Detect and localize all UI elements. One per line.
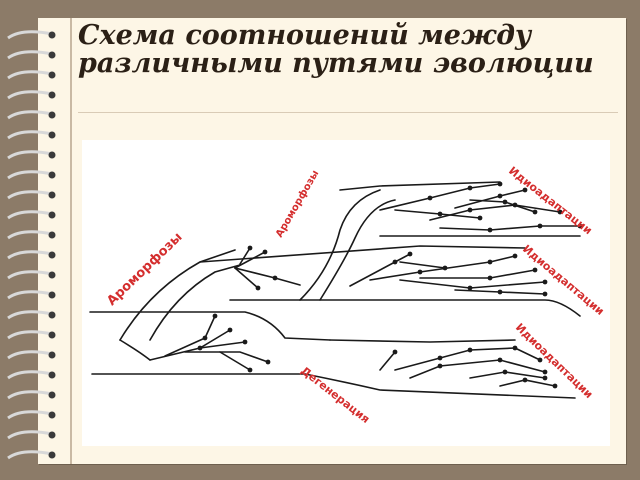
binding-hole [48,331,56,339]
binding-ring [7,50,53,60]
low-fan-b1 [379,351,396,371]
binding-hole [48,71,56,79]
top-fan-4 [439,225,581,231]
binding-ring [7,150,53,160]
base-fan-4 [199,341,246,349]
spiral-binding [7,30,56,460]
binding-hole [48,371,56,379]
branch-nodes [197,181,583,389]
margin-line [70,18,72,464]
mid-right-4 [419,269,536,279]
binding-hole [48,451,56,459]
binding-ring [7,410,53,420]
binding-ring [7,250,53,260]
mid-fan-1 [234,251,266,269]
binding-ring [7,350,53,360]
mid-fan-3 [234,267,259,289]
label-degeneration: Дегенерация [298,364,372,426]
binding-ring [7,390,53,400]
binding-ring [7,310,53,320]
low-fan-b4 [469,371,546,379]
label-aromorph-small: Ароморфозы [273,168,321,239]
binding-hole [48,391,56,399]
binding-hole [48,251,56,259]
binding-ring [7,170,53,180]
mid-channel-top [199,245,526,263]
binding-ring [7,230,53,240]
title-divider [78,112,618,113]
top-fan-3 [429,204,561,221]
binding-hole [48,131,56,139]
binding-ring [7,70,53,80]
label-idio-low: Идиоадаптации [513,321,595,401]
aromorph-small-inner [319,199,396,301]
base-channel-bottom [91,373,576,399]
aromorph-big-outer [119,249,236,341]
base-fan-3 [184,351,269,363]
low-fan-b2 [394,347,516,371]
binding-ring [7,130,53,140]
binding-ring [7,370,53,380]
mid-right-3 [399,279,546,289]
mid-right-2 [369,255,516,281]
binding-ring [7,430,53,440]
binding-hole [48,111,56,119]
label-idio-mid: Идиоадаптации [520,242,607,318]
top-channel-top [339,181,501,191]
base-fan-5 [219,351,251,371]
binding-hole [48,91,56,99]
binding-hole [48,231,56,239]
binding-ring [7,290,53,300]
base-left-branch [119,339,151,361]
top-fan-1 [379,183,501,211]
low-fan-b6 [514,347,541,361]
binding-hole [48,171,56,179]
binding-hole [48,351,56,359]
mid-fan-4 [239,247,251,265]
binding-hole [48,151,56,159]
mid-right-6 [399,261,446,269]
binding-ring [7,90,53,100]
low-fan-top [329,339,516,343]
aromorph-big-inner [149,264,241,341]
binding-hole [48,31,56,39]
binding-ring [7,450,53,460]
low-fan-b3 [409,359,546,379]
binding-hole [48,291,56,299]
binding-ring [7,110,53,120]
binding-hole [48,271,56,279]
binding-ring [7,270,53,280]
binding-hole [48,431,56,439]
label-aromorph-big: Ароморфозы [104,230,185,309]
low-fan-b5 [499,379,556,387]
binding-hole [48,211,56,219]
base-channel-top [89,311,331,341]
binding-ring [7,190,53,200]
page-title: Схема соотношений между различными путям… [78,20,594,79]
binding-hole [48,191,56,199]
aromorph-small-outer [299,189,381,301]
mid-right-1 [349,253,411,287]
binding-hole [48,51,56,59]
mid-channel-bottom [229,299,581,317]
binding-ring [7,210,53,220]
binding-hole [48,411,56,419]
binding-ring [7,30,53,40]
binding-hole [48,311,56,319]
binding-ring [7,330,53,340]
